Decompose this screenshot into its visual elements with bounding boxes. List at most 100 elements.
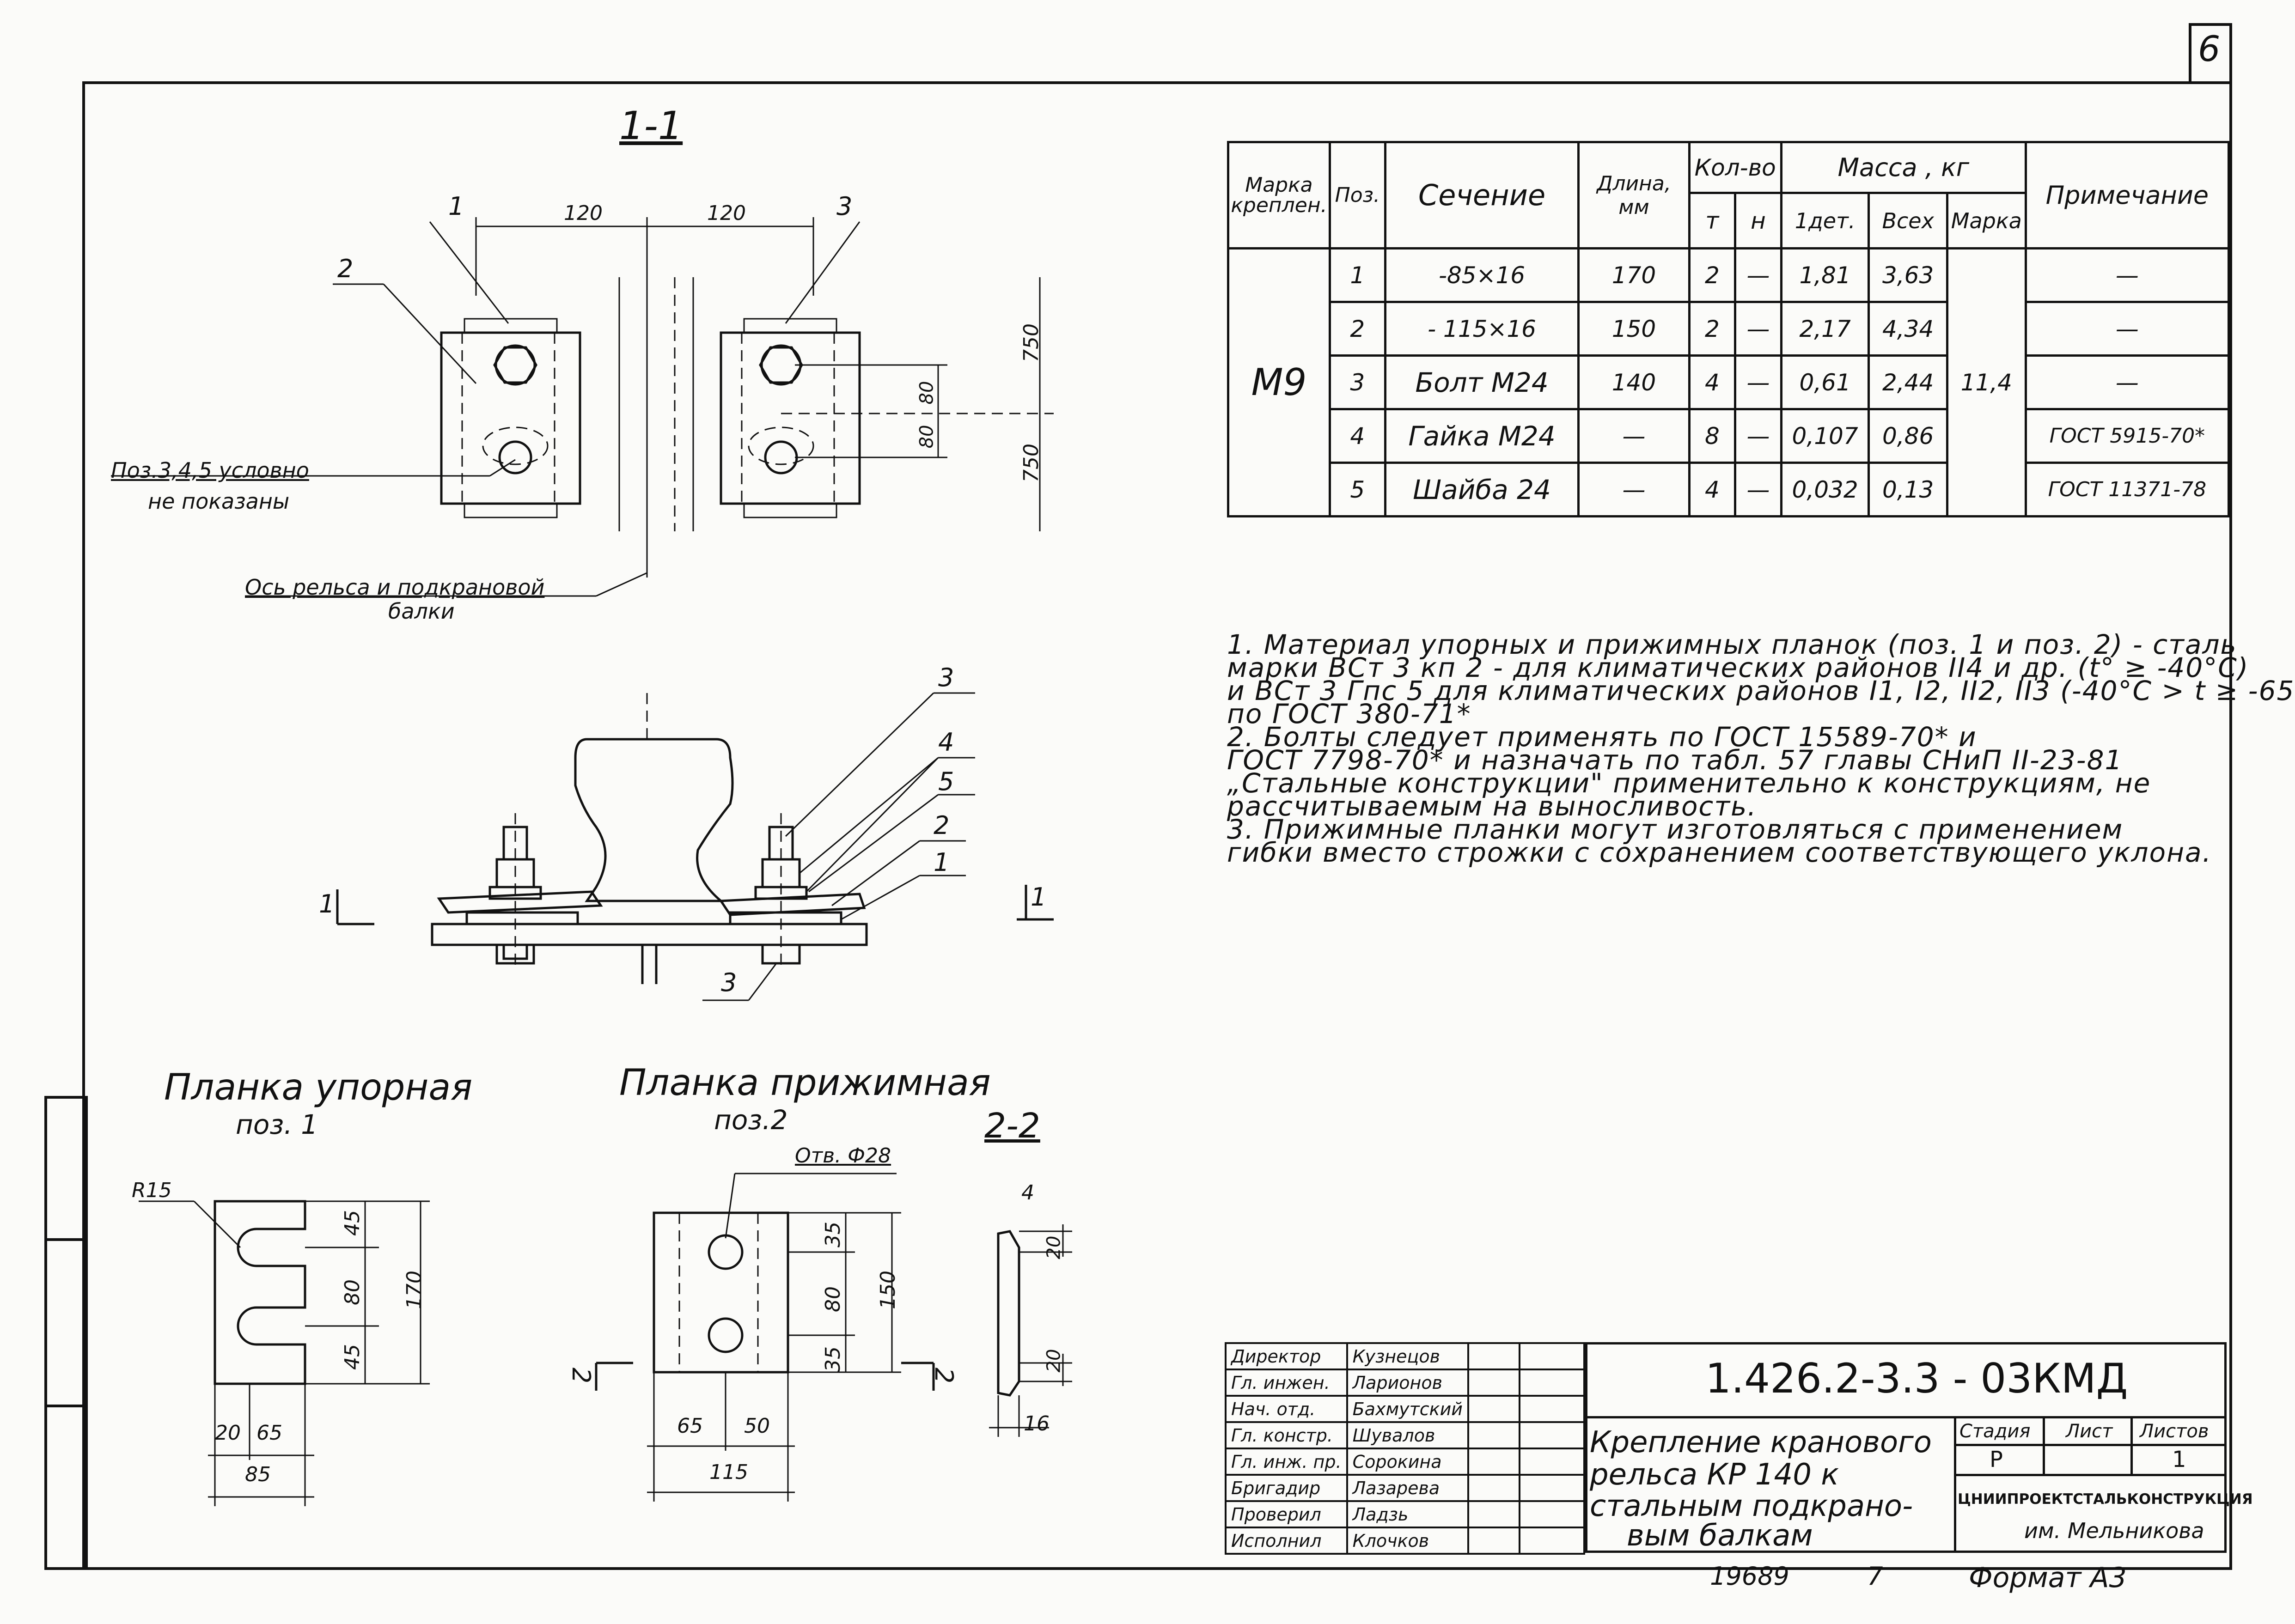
- sheet-format: Формат А3: [1969, 1562, 2127, 1594]
- inventory-number: 19689: [1710, 1562, 1789, 1591]
- hdr-qty-t: т: [1688, 192, 1737, 249]
- mark-value: М9: [1227, 247, 1331, 517]
- clamp-plate-title: Планка прижимная: [619, 1062, 991, 1104]
- role: Проверил: [1225, 1500, 1348, 1528]
- role: Гл. инж. пр.: [1225, 1448, 1348, 1476]
- section-2-title: 2-2: [984, 1106, 1040, 1146]
- hdr-mass-one: 1дет.: [1780, 192, 1870, 249]
- doc-code: 1.426.2-3.3 - 03КМД: [1705, 1355, 2128, 1402]
- cell-qty-n: —: [1734, 301, 1782, 357]
- rail-callout-4: 4: [938, 728, 954, 757]
- cell-mass-one: 0,032: [1780, 462, 1870, 517]
- cell-pos: 2: [1328, 301, 1386, 357]
- cell-note: —: [2024, 247, 2230, 303]
- section-2-dim-20-bottom: 20: [1043, 1349, 1065, 1373]
- mark-mass: 11,4: [1946, 247, 2027, 517]
- name: Клочков: [1346, 1527, 1469, 1555]
- section-2-dim-20-top: 20: [1043, 1235, 1065, 1259]
- note-positions-hidden: Поз.3,4,5 условно: [111, 458, 309, 483]
- cell-mass-one: 0,107: [1780, 408, 1870, 464]
- hdr-mark: Марка креплен.: [1227, 141, 1331, 249]
- name: Бахмутский: [1346, 1395, 1469, 1423]
- dim-right-120: 120: [707, 201, 746, 225]
- sheets-label: Листов: [2140, 1421, 2209, 1442]
- role: Гл. констр.: [1225, 1421, 1348, 1449]
- note-line: 3. Прижимные планки могут изготовляться …: [1227, 814, 2124, 845]
- cell-section: -85×16: [1384, 247, 1580, 303]
- org-name-2: им. Мельникова: [2024, 1518, 2204, 1543]
- binding-strip: [44, 1096, 88, 1570]
- cell-mass-one: 1,81: [1780, 247, 1870, 303]
- stop-plate-dim-65: 65: [256, 1421, 282, 1445]
- cell-qty-t: 8: [1688, 408, 1737, 464]
- spec-table: Марка креплен. Поз. Сечение Длина, мм Ко…: [1227, 141, 2230, 517]
- cell-section: Шайба 24: [1384, 462, 1580, 517]
- cell-qty-t: 4: [1688, 354, 1737, 410]
- stage-value: Р: [1990, 1447, 2003, 1472]
- cell-note: —: [2024, 354, 2230, 410]
- inventory-suffix: 7: [1867, 1562, 1883, 1591]
- general-notes: 1. Материал упорных и прижимных планок (…: [1227, 631, 2295, 868]
- clamp-plate-hole: Отв. Ф28: [795, 1144, 891, 1168]
- cell-mass-all: 4,34: [1868, 301, 1948, 357]
- title-block-divider: [1954, 1416, 1956, 1553]
- hdr-mass: Масса , кг: [1780, 141, 2027, 194]
- hdr-qty: Кол-во: [1688, 141, 1782, 194]
- role: Исполнил: [1225, 1527, 1348, 1555]
- name: Сорокина: [1346, 1448, 1469, 1476]
- cell-qty-t: 2: [1688, 301, 1737, 357]
- stop-plate-radius: R15: [132, 1179, 172, 1202]
- drawing-frame: [82, 81, 2232, 1570]
- hdr-note: Примечание: [2024, 141, 2230, 249]
- title-block-divider: [1954, 1474, 2227, 1476]
- title-block-divider: [2130, 1416, 2133, 1474]
- cell-pos: 4: [1328, 408, 1386, 464]
- hdr-length: Длина, мм: [1577, 141, 1691, 249]
- cell-pos: 3: [1328, 354, 1386, 410]
- name: Кузнецов: [1346, 1342, 1469, 1370]
- hdr-section: Сечение: [1384, 141, 1580, 249]
- section-1-title: 1-1: [619, 103, 683, 148]
- hdr-mass-all: Всех: [1868, 192, 1948, 249]
- table-row: 3 Болт М24 140 4 — 0,61 2,44 —: [1228, 354, 2230, 410]
- sheets-value: 1: [2172, 1447, 2186, 1472]
- table-row: М9 1 -85×16 170 2 — 1,81 3,63 11,4 —: [1227, 247, 2230, 517]
- clamp-plate-dim-50: 50: [744, 1414, 770, 1438]
- callout-1: 1: [448, 192, 464, 221]
- drawing-title-3: стальным подкрано-: [1590, 1489, 1913, 1523]
- cell-note: ГОСТ 5915-70*: [2024, 408, 2230, 464]
- section-2-dim-4: 4: [1021, 1181, 1034, 1204]
- clamp-plate-subtitle: поз.2: [714, 1104, 788, 1136]
- title-block-divider: [2043, 1416, 2045, 1474]
- cell-mass-all: 3,63: [1868, 247, 1948, 303]
- cell-section: - 115×16: [1384, 301, 1580, 357]
- cell-note: ГОСТ 11371-78: [2024, 462, 2230, 517]
- drawing-title-4: вым балкам: [1627, 1519, 1813, 1553]
- cell-pos: 1: [1328, 247, 1386, 303]
- hdr-mass-mark: Марка: [1946, 192, 2027, 249]
- note-line: по ГОСТ 380-71*: [1227, 698, 1471, 730]
- cell-note: —: [2024, 301, 2230, 357]
- cell-mass-all: 0,13: [1868, 462, 1948, 517]
- note-line: гибки вместо строжки с сохранением соотв…: [1227, 837, 2212, 868]
- clamp-plate-dim-65: 65: [677, 1414, 703, 1438]
- callout-3: 3: [836, 192, 853, 221]
- cell-qty-t: 2: [1688, 247, 1737, 303]
- stage-label: Стадия: [1959, 1421, 2031, 1442]
- cell-pos: 5: [1328, 462, 1386, 517]
- axis-label-2: балки: [388, 599, 455, 624]
- cell-length: —: [1577, 408, 1691, 464]
- note-positions-hidden-2: не показаны: [148, 489, 290, 514]
- rail-callout-2: 2: [934, 811, 950, 840]
- cell-mass-one: 0,61: [1780, 354, 1870, 410]
- cell-length: 140: [1577, 354, 1691, 410]
- stop-plate-subtitle: поз. 1: [236, 1109, 318, 1140]
- cell-qty-t: 4: [1688, 462, 1737, 517]
